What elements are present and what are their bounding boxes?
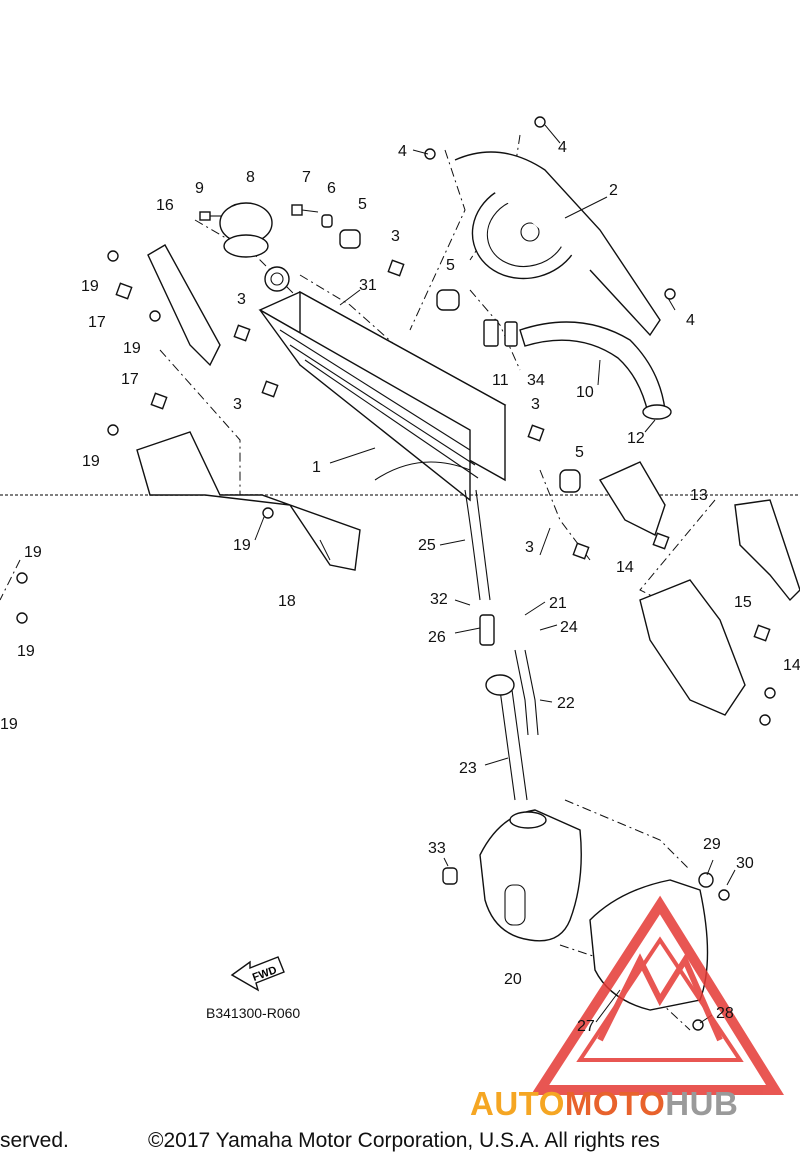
radiator <box>258 266 507 502</box>
callout-2: 2 <box>609 182 618 199</box>
bracket-13 <box>598 461 666 536</box>
callout-3: 3 <box>531 396 540 413</box>
callout-19: 19 <box>17 643 35 660</box>
callout-3: 3 <box>233 396 242 413</box>
callout-10: 10 <box>576 384 594 401</box>
damper-rubbers <box>339 229 581 493</box>
callout-27: 27 <box>577 1018 595 1035</box>
bracket-right <box>734 499 800 602</box>
callout-13: 13 <box>690 487 708 504</box>
callout-22: 22 <box>557 695 575 712</box>
callout-25: 25 <box>418 537 436 554</box>
callout-17: 17 <box>88 314 106 331</box>
callout-33: 33 <box>428 840 446 857</box>
watermark-hub: HUB <box>665 1085 739 1122</box>
reservoir-cap-hose <box>485 674 515 696</box>
callout-30: 30 <box>736 855 754 872</box>
callout-4: 4 <box>558 139 567 156</box>
callout-3: 3 <box>391 228 400 245</box>
callout-3: 3 <box>237 291 246 308</box>
callout-19: 19 <box>123 340 141 357</box>
bracket-16 <box>147 244 221 367</box>
callout-17: 17 <box>121 371 139 388</box>
callout-19: 19 <box>0 716 18 733</box>
hose-clamp-34 <box>504 321 518 347</box>
callout-19: 19 <box>233 537 251 554</box>
callout-5: 5 <box>358 196 367 213</box>
hose-clamp-11 <box>483 319 499 347</box>
damper-33 <box>442 867 458 885</box>
callout-34: 34 <box>527 372 545 389</box>
hose-clamp-12 <box>642 404 672 420</box>
callout-4: 4 <box>398 143 407 160</box>
footer-rights-fragment: served. <box>0 1129 69 1152</box>
watermark-auto: AUTO <box>470 1085 565 1122</box>
radiator-guard-18 <box>136 431 361 571</box>
callout-29: 29 <box>703 836 721 853</box>
callout-12: 12 <box>627 430 645 447</box>
watermark-logo <box>530 895 784 1095</box>
callout-5: 5 <box>446 257 455 274</box>
clip-nuts <box>115 259 771 642</box>
radiator-cap <box>219 202 273 258</box>
callout-5: 5 <box>575 444 584 461</box>
hose-25 <box>464 489 481 601</box>
callout-21: 21 <box>549 595 567 612</box>
callout-20: 20 <box>504 971 522 988</box>
joint-26 <box>479 614 495 646</box>
callout-15: 15 <box>734 594 752 611</box>
collar-29 <box>698 872 714 888</box>
fan-assembly <box>454 151 661 337</box>
hose-23 <box>499 689 528 801</box>
callout-19: 19 <box>82 453 100 470</box>
hose-22 <box>514 649 539 736</box>
radiator-guard-15 <box>639 579 746 716</box>
callout-32: 32 <box>430 591 448 608</box>
callout-19: 19 <box>24 544 42 561</box>
callout-23: 23 <box>459 760 477 777</box>
leader-lines <box>254 124 736 1024</box>
callout-14: 14 <box>616 559 634 576</box>
callout-4: 4 <box>686 312 695 329</box>
callout-26: 26 <box>428 629 446 646</box>
callout-11: 11 <box>492 372 509 389</box>
watermark-moto: MOTO <box>564 1085 666 1122</box>
callout-14: 14 <box>783 657 800 674</box>
callout-8: 8 <box>246 169 255 186</box>
callout-28: 28 <box>716 1005 734 1022</box>
callout-18: 18 <box>278 593 296 610</box>
callout-9: 9 <box>195 180 204 197</box>
callout-6: 6 <box>327 180 336 197</box>
callout-24: 24 <box>560 619 578 636</box>
diagram-code: B341300-R060 <box>206 1005 301 1021</box>
callout-labels: 1 2 3 3 3 3 3 4 4 4 5 5 5 6 7 8 9 10 11 … <box>0 139 800 1035</box>
callout-31: 31 <box>359 277 377 294</box>
reservoir-tank <box>479 809 582 942</box>
callout-1: 1 <box>312 459 321 476</box>
assembly-lines <box>0 134 716 1031</box>
fwd-arrow-icon: FWD <box>230 956 285 992</box>
bolts <box>16 116 776 1031</box>
hose-25-outer <box>475 489 491 601</box>
footer-copyright: ©2017 Yamaha Motor Corporation, U.S.A. A… <box>148 1129 660 1152</box>
callout-16: 16 <box>156 197 174 214</box>
callout-7: 7 <box>302 169 311 186</box>
callout-19: 19 <box>81 278 99 295</box>
callout-3: 3 <box>525 539 534 556</box>
watermark-text: AUTOMOTOHUB <box>470 1085 738 1123</box>
